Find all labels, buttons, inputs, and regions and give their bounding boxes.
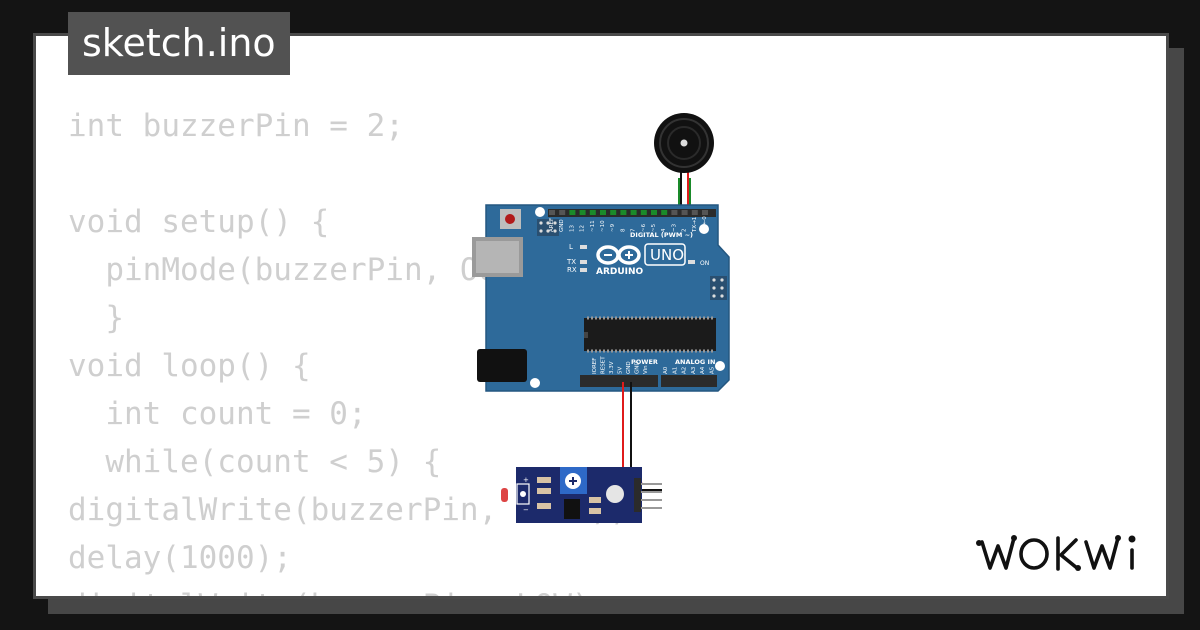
- digital-pin-label: ~5: [651, 223, 657, 232]
- digital-pin-label: GND: [559, 219, 565, 232]
- digital-pin-label: ~3: [671, 223, 677, 232]
- digital-pin-label: 12: [580, 225, 586, 232]
- analog-pin-label: A1: [672, 367, 678, 374]
- code-line: digitalWrite(buzzerPin, LOW);: [68, 582, 628, 596]
- power-pin-label: GND: [635, 361, 641, 374]
- power-label: POWER: [631, 358, 658, 366]
- digital-pin-label: ~6: [641, 223, 647, 232]
- digital-pin-label: ~9: [610, 223, 616, 232]
- mount-hole: [699, 224, 709, 234]
- board-brand-label: ARDUINO: [596, 267, 644, 277]
- digital-pin-label: TX→1: [692, 217, 698, 233]
- digital-pin-label: AREF: [549, 218, 555, 232]
- digital-header-label: DIGITAL (PWM ~): [630, 231, 693, 239]
- analog-label: ANALOG IN: [675, 358, 715, 366]
- mount-hole: [535, 207, 545, 217]
- led-tx-label: TX: [566, 258, 576, 266]
- header-pin[interactable]: [691, 210, 698, 215]
- analog-header: [661, 375, 717, 387]
- arduino-logo-icon: [596, 245, 641, 265]
- wokwi-logo: [976, 535, 1136, 571]
- analog-pin-label: A3: [691, 366, 697, 374]
- board-model-label: UNO: [650, 246, 684, 264]
- power-pin-label: RESET: [601, 356, 607, 374]
- code-line: delay(1000);: [68, 540, 292, 576]
- code-line: void loop() {: [68, 348, 311, 384]
- header-pin[interactable]: [569, 210, 576, 215]
- header-pin[interactable]: [589, 210, 596, 215]
- code-line: while(count < 5) {: [68, 444, 442, 480]
- mount-hole: [715, 361, 725, 371]
- power-header: [580, 375, 658, 387]
- header-pin[interactable]: [579, 210, 586, 215]
- mount-hole: [530, 378, 540, 388]
- microcontroller-chip: [584, 318, 716, 351]
- digital-pin-label: ~11: [590, 220, 596, 232]
- header-pin[interactable]: [661, 210, 668, 215]
- svg-text:−: −: [523, 506, 529, 514]
- digital-pin-label: ~10: [600, 220, 606, 232]
- code-line: }: [68, 300, 124, 336]
- header-pin[interactable]: [671, 210, 678, 215]
- analog-pin-label: A0: [663, 366, 669, 374]
- digital-pin-label: RX←0: [702, 216, 708, 232]
- header-pin[interactable]: [559, 210, 566, 215]
- led-on-label: ON: [700, 260, 709, 267]
- photoresistor: [501, 488, 508, 502]
- power-pin-label: Vin: [643, 365, 649, 374]
- digital-pin-label: 2: [682, 229, 688, 233]
- header-pin[interactable]: [651, 210, 657, 215]
- file-title: sketch.ino: [68, 12, 290, 75]
- header-pin[interactable]: [630, 210, 637, 215]
- code-line: int buzzerPin = 2;: [68, 108, 404, 144]
- power-pin-label: IOREF: [592, 358, 598, 374]
- digital-pin-label: 4: [661, 228, 667, 232]
- light-sensor-module[interactable]: + −: [501, 467, 662, 523]
- header-pin[interactable]: [702, 210, 708, 215]
- code-line: int count = 0;: [68, 396, 367, 432]
- svg-text:+: +: [523, 476, 529, 484]
- analog-pin-label: A5: [710, 366, 716, 374]
- power-pin-label: GND: [626, 361, 632, 374]
- power-jack: [477, 349, 527, 382]
- indicator-led: [606, 485, 624, 503]
- arduino-board[interactable]: ARDUINO UNO DIGITAL (PWM ~) POWER ANALOG IN L…: [472, 204, 730, 392]
- header-pin[interactable]: [681, 210, 688, 215]
- digital-pin-label: 7: [631, 228, 637, 232]
- header-pin[interactable]: [549, 210, 555, 215]
- analog-pin-label: A2: [682, 367, 688, 374]
- led-rx-label: RX: [567, 266, 577, 274]
- header-pin[interactable]: [640, 210, 647, 215]
- code-line: void setup() {: [68, 204, 330, 240]
- buzzer[interactable]: [654, 113, 714, 173]
- header-pin[interactable]: [600, 210, 606, 215]
- digital-pin-label: 13: [569, 225, 575, 232]
- led-l-label: L: [569, 243, 573, 251]
- header-pin[interactable]: [610, 210, 617, 215]
- power-pin-label: 5V: [618, 367, 624, 374]
- analog-pin-label: A4: [700, 366, 706, 374]
- header-pin[interactable]: [620, 210, 627, 215]
- comparator-chip: [564, 499, 580, 519]
- digital-pin-label: 8: [620, 228, 626, 232]
- power-pin-label: 3.3V: [609, 361, 615, 374]
